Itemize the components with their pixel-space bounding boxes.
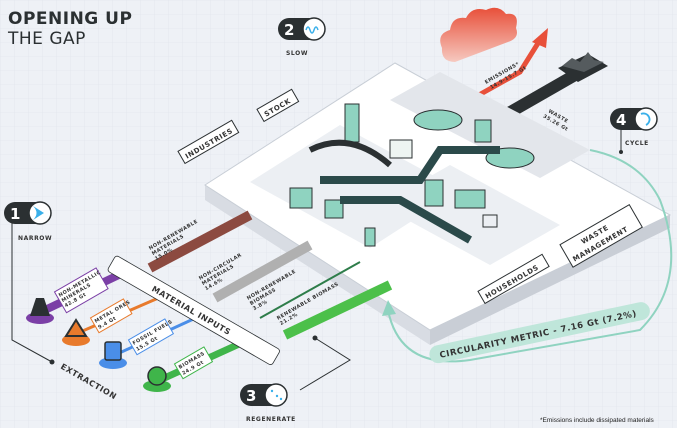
flow-non-renewable-materials [147, 210, 253, 273]
flow-non-circular-materials [212, 240, 313, 303]
title-line-2: THE GAP [7, 29, 86, 49]
wave-icon [305, 26, 319, 34]
svg-text:REGENERATE: REGENERATE [246, 416, 296, 423]
household-flow-arrow [340, 196, 472, 244]
household-items-icon [424, 179, 498, 228]
svg-text:4: 4 [616, 111, 627, 129]
stock-flow-arrow [320, 146, 500, 184]
emissions-arrow [468, 38, 543, 103]
step-2-badge: 2 SLOW [278, 17, 326, 57]
flow-non-renewable-biomass [259, 261, 361, 319]
minerals-icon [26, 298, 54, 324]
footnote: *Emissions include dissipated materials [540, 417, 655, 424]
title-line-1: OPENING UP [8, 9, 132, 29]
cycle-arrow-icon [640, 112, 651, 126]
emissions-cloud-icon [440, 7, 517, 62]
svg-text:2: 2 [284, 21, 295, 39]
landfill-icon [558, 52, 608, 82]
svg-text:3: 3 [246, 387, 257, 405]
industry-buildings-icon [289, 103, 413, 247]
cycle-loop [387, 149, 673, 363]
fuel-can-icon [99, 341, 127, 369]
svg-text:SLOW: SLOW [286, 50, 308, 57]
extraction-line [11, 222, 53, 363]
input-flows [147, 210, 393, 340]
flow-renewable-biomass [282, 280, 393, 340]
svg-text:NARROW: NARROW [18, 235, 52, 242]
narrow-arrow-icon [33, 206, 44, 220]
metal-ores-icon [62, 318, 90, 346]
step-4-badge: 4 CYCLE [610, 107, 658, 154]
step-3-badge: 3 REGENERATE [240, 383, 296, 423]
svg-text:1: 1 [10, 205, 21, 223]
emissions-arrow-head [532, 28, 548, 48]
apple-icon [143, 366, 171, 392]
svg-text:CYCLE: CYCLE [625, 140, 649, 147]
waste-treatment-icon [413, 109, 535, 169]
dots-icon [270, 389, 274, 393]
step-1-badge: 1 NARROW [4, 201, 52, 242]
